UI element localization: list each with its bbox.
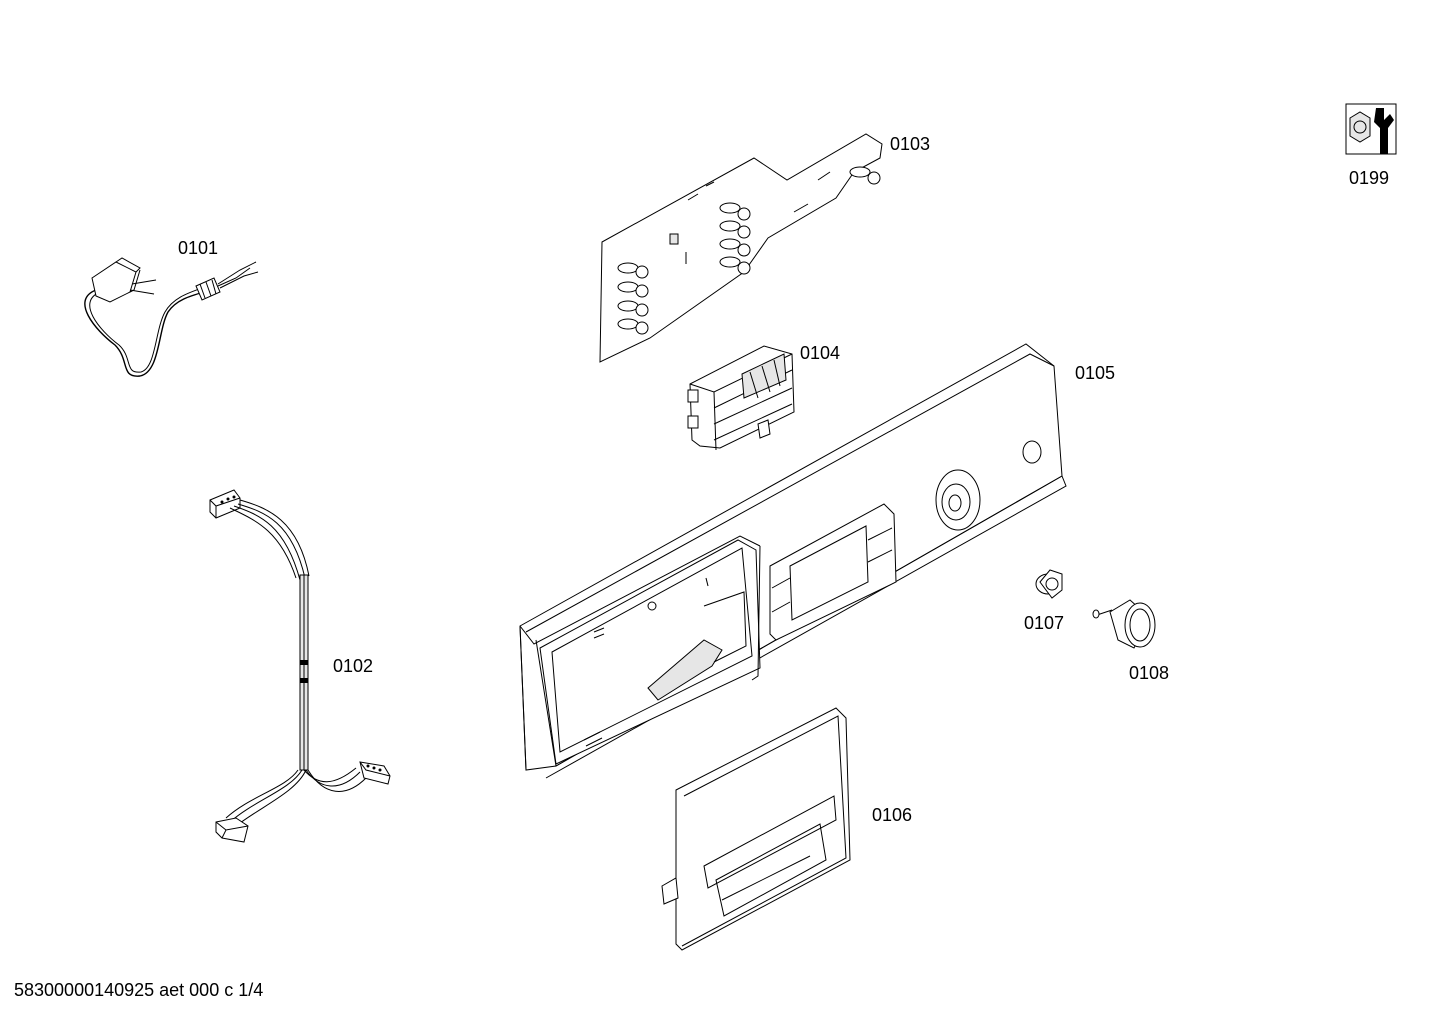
label-0103: 0103 bbox=[890, 134, 930, 154]
wrench-and-nut-icon[interactable] bbox=[1345, 103, 1397, 155]
display-frame-part[interactable] bbox=[687, 345, 795, 451]
pcb-buttons-right bbox=[719, 202, 751, 275]
power-cord-part[interactable] bbox=[84, 257, 259, 377]
label-0102: 0102 bbox=[333, 656, 373, 676]
label-0108: 0108 bbox=[1129, 663, 1169, 683]
pcb-buttons-left bbox=[617, 262, 649, 335]
control-pcb-part[interactable] bbox=[599, 133, 883, 363]
label-0104: 0104 bbox=[800, 343, 840, 363]
label-0105: 0105 bbox=[1075, 363, 1115, 383]
label-0107: 0107 bbox=[1024, 613, 1064, 633]
drawer-handle-part[interactable] bbox=[661, 707, 851, 951]
label-0106: 0106 bbox=[872, 805, 912, 825]
document-code: 58300000140925 aet 000 c 1/4 bbox=[14, 980, 264, 1000]
wiring-harness-part[interactable] bbox=[209, 489, 391, 843]
label-0101: 0101 bbox=[178, 238, 218, 258]
selector-knob-part[interactable] bbox=[1092, 599, 1156, 649]
label-0199: 0199 bbox=[1349, 168, 1389, 188]
knob-adapter-part[interactable] bbox=[1035, 569, 1063, 599]
control-panel-fascia-part[interactable] bbox=[519, 343, 1067, 779]
